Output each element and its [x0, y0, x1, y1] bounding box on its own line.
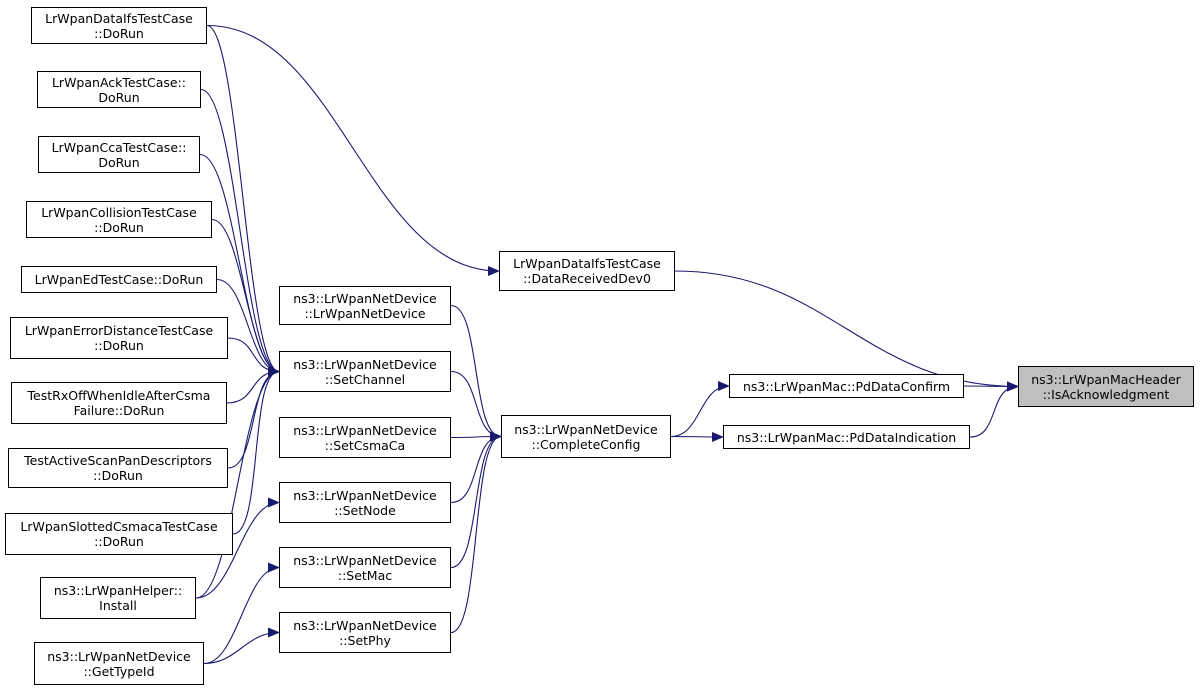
node-label-line2: ::SetNode [334, 502, 396, 518]
edge-ack-dorun-to-netdev-setchannel [200, 88, 280, 377]
edge-netdev-setcsmaca-to-netdev-completeconfig [450, 431, 502, 442]
node-label-line2: DoRun [98, 89, 140, 105]
edge-ifs-datareceived-to-root [674, 270, 1019, 392]
node-label-line1: ns3::LrWpanMacHeader [1031, 371, 1181, 387]
edge-netdev-ctor-to-netdev-completeconfig [450, 304, 502, 442]
node-label-line2: DoRun [98, 154, 140, 170]
edge-slotted-dorun-to-netdev-setchannel [232, 366, 280, 535]
node-ifs-testcase-datareceiveddev0[interactable]: LrWpanDataIfsTestCase ::DataReceivedDev0 [499, 251, 675, 291]
node-label-line2: ::GetTypeId [83, 663, 155, 679]
edge-netdev-gettypeid-to-netdev-setphy [203, 627, 280, 665]
node-netdevice-completeconfig[interactable]: ns3::LrWpanNetDevice ::CompleteConfig [501, 415, 671, 458]
node-label-line2: ::CompleteConfig [531, 436, 641, 452]
node-label-line1: LrWpanErrorDistanceTestCase [24, 323, 214, 338]
node-label-line1: LrWpanCollisionTestCase [41, 204, 197, 220]
edge-helper-install-to-netdev-setnode [195, 497, 280, 599]
node-label-line2: ::IsAcknowledgment [1042, 386, 1170, 402]
node-label-line1: LrWpanDataIfsTestCase [513, 256, 661, 271]
node-label-line1: LrWpanEdTestCase::DoRun [34, 272, 204, 287]
node-netdevice-setphy[interactable]: ns3::LrWpanNetDevice ::SetPhy [279, 612, 451, 653]
node-ack-testcase-dorun[interactable]: LrWpanAckTestCase:: DoRun [37, 71, 201, 108]
node-label-line1: ns3::LrWpanMac::PdDataConfirm [742, 378, 951, 394]
edge-netdev-completeconfig-to-mac-pddataconfirm [670, 381, 730, 438]
node-collision-testcase-dorun[interactable]: LrWpanCollisionTestCase ::DoRun [26, 201, 212, 238]
edge-ifs-dorun-to-ifs-datareceived [206, 24, 500, 276]
node-root-isacknowledgment: ns3::LrWpanMacHeader ::IsAcknowledgment [1018, 366, 1194, 407]
node-cca-testcase-dorun[interactable]: LrWpanCcaTestCase:: DoRun [38, 136, 200, 173]
edge-netdev-setphy-to-netdev-completeconfig [450, 431, 502, 634]
node-label-line1: ns3::LrWpanNetDevice [47, 648, 191, 664]
node-label-line1: ns3::LrWpanNetDevice [293, 422, 437, 438]
node-label-line1: ns3::LrWpanNetDevice [293, 356, 437, 372]
node-label-line2: ::SetPhy [339, 632, 391, 648]
node-netdevice-setmac[interactable]: ns3::LrWpanNetDevice ::SetMac [279, 547, 451, 588]
node-label-line1: TestRxOffWhenIdleAfterCsma [27, 388, 211, 403]
edge-helper-install-to-netdev-setchannel [195, 366, 280, 599]
node-label-line1: LrWpanCcaTestCase:: [51, 139, 187, 155]
edge-netdev-completeconfig-to-mac-pddataindication [670, 431, 724, 442]
node-label-line2: ::DoRun [94, 25, 144, 41]
node-mac-pddataindication[interactable]: ns3::LrWpanMac::PdDataIndication [723, 425, 970, 449]
edge-mac-pddataconfirm-to-root [963, 381, 1019, 392]
edge-ifs-dorun-to-netdev-setchannel [206, 24, 280, 377]
node-label-line1: ns3::LrWpanNetDevice [293, 487, 437, 503]
node-label-line1: TestActiveScanPanDescriptors [24, 453, 212, 468]
edge-netdev-gettypeid-to-netdev-setmac [203, 562, 280, 665]
node-label-line1: ns3::LrWpanNetDevice [293, 552, 437, 568]
node-mac-pddataconfirm[interactable]: ns3::LrWpanMac::PdDataConfirm [729, 374, 964, 398]
edge-netdev-setnode-to-netdev-completeconfig [450, 431, 502, 504]
node-label-line2: ::DoRun [94, 338, 144, 353]
node-label-line2: ::LrWpanNetDevice [304, 305, 426, 321]
node-ifs-testcase-dorun[interactable]: LrWpanDataIfsTestCase ::DoRun [31, 7, 207, 44]
node-label-line1: ns3::LrWpanNetDevice [293, 617, 437, 633]
node-label-line1: LrWpanSlottedCsmacaTestCase [20, 519, 218, 534]
node-label-line2: ::DoRun [94, 219, 144, 235]
node-label-line2: ::DoRun [93, 468, 143, 483]
node-helper-install[interactable]: ns3::LrWpanHelper:: Install [40, 577, 196, 619]
edge-netdev-setchannel-to-netdev-completeconfig [450, 370, 502, 442]
node-netdevice-setchannel[interactable]: ns3::LrWpanNetDevice ::SetChannel [279, 351, 451, 392]
node-label-line2: Install [99, 598, 137, 613]
node-label-line1: ns3::LrWpanMac::PdDataIndication [736, 429, 957, 445]
node-error-distance-testcase-dorun[interactable]: LrWpanErrorDistanceTestCase ::DoRun [10, 317, 228, 359]
node-netdevice-setnode[interactable]: ns3::LrWpanNetDevice ::SetNode [279, 482, 451, 523]
edge-mac-pddataindication-to-root [969, 381, 1019, 438]
node-label-line1: LrWpanAckTestCase:: [51, 74, 187, 90]
node-ed-testcase-dorun[interactable]: LrWpanEdTestCase::DoRun [21, 266, 217, 293]
node-label-line2: ::SetCsmaCa [324, 437, 406, 453]
node-netdevice-constructor[interactable]: ns3::LrWpanNetDevice ::LrWpanNetDevice [279, 286, 451, 325]
node-netdevice-setcsmaca[interactable]: ns3::LrWpanNetDevice ::SetCsmaCa [279, 417, 451, 458]
node-label-line2: ::SetChannel [324, 371, 406, 387]
node-label-line1: LrWpanDataIfsTestCase [45, 10, 193, 26]
node-label-line1: ns3::LrWpanHelper:: [53, 583, 183, 598]
node-label-line1: ns3::LrWpanNetDevice [293, 290, 437, 306]
edge-collision-dorun-to-netdev-setchannel [211, 218, 280, 377]
node-label-line2: Failure::DoRun [73, 403, 165, 418]
node-active-scan-testcase-dorun[interactable]: TestActiveScanPanDescriptors ::DoRun [8, 448, 228, 488]
node-label-line1: ns3::LrWpanNetDevice [514, 421, 658, 437]
node-rxoff-csma-failure-dorun[interactable]: TestRxOffWhenIdleAfterCsma Failure::DoRu… [11, 382, 227, 424]
node-label-line2: ::SetMac [337, 567, 393, 583]
node-slotted-csmaca-testcase-dorun[interactable]: LrWpanSlottedCsmacaTestCase ::DoRun [5, 513, 233, 555]
node-label-line2: ::DoRun [94, 534, 144, 549]
node-netdevice-gettypeid[interactable]: ns3::LrWpanNetDevice ::GetTypeId [34, 642, 204, 685]
node-label-line2: ::DataReceivedDev0 [523, 271, 651, 286]
edge-netdev-setmac-to-netdev-completeconfig [450, 431, 502, 569]
